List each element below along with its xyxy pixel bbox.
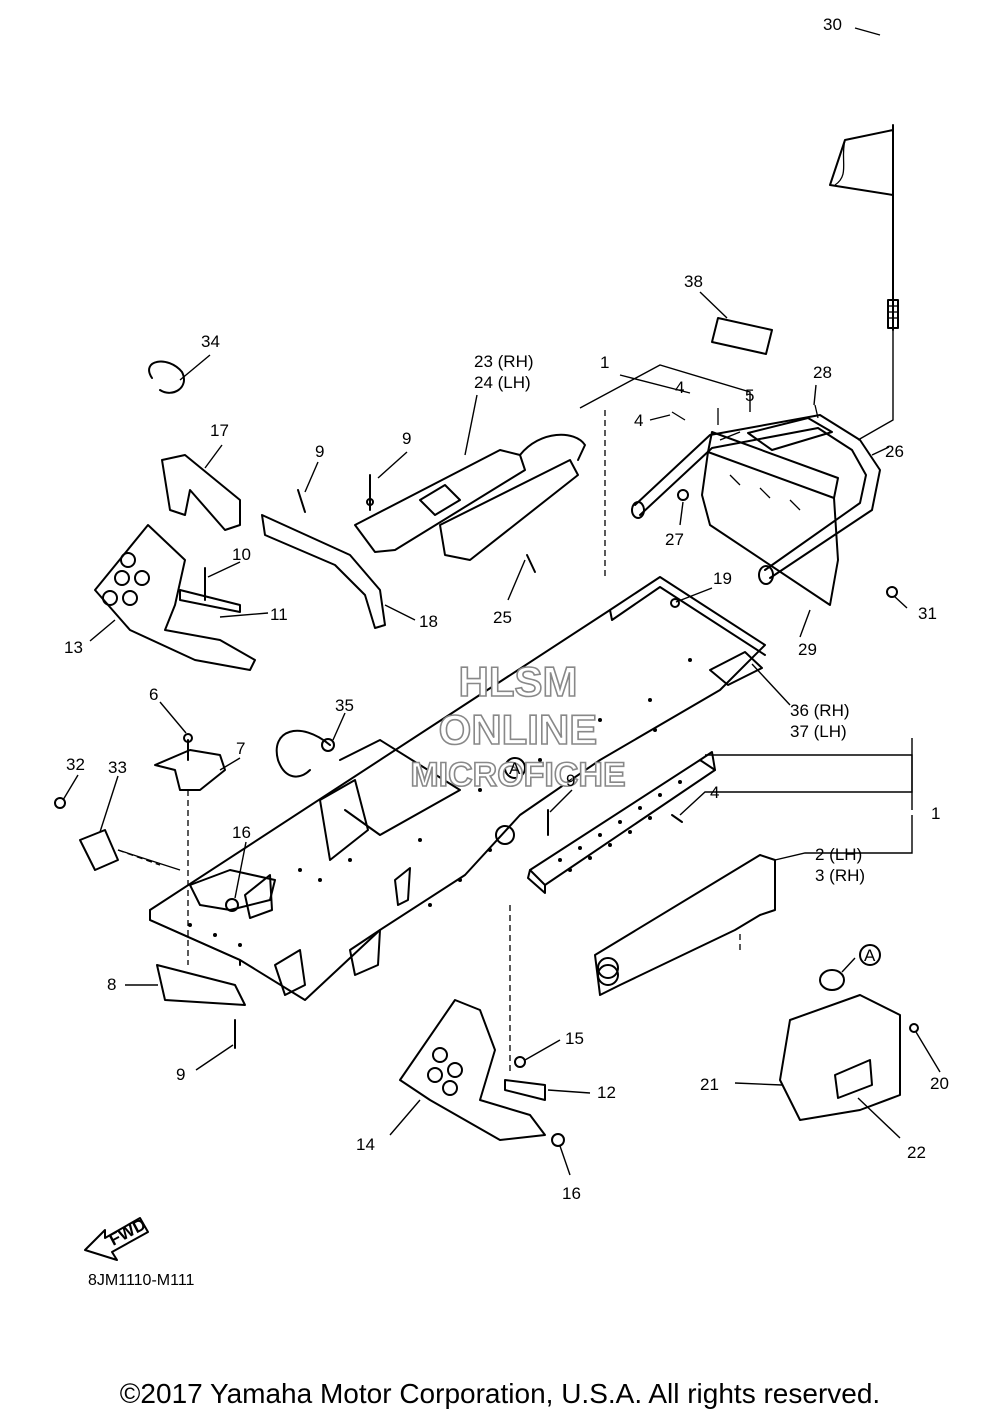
callout-4-b: 4 <box>634 411 643 430</box>
callout-2: 2 (LH) <box>815 845 862 864</box>
callout-13: 13 <box>64 638 83 657</box>
callout-25: 25 <box>493 608 512 627</box>
plate-8 <box>156 964 246 1006</box>
callout-37: 37 (LH) <box>790 722 847 741</box>
callout-28: 28 <box>813 363 832 382</box>
callout-19: 19 <box>713 569 732 588</box>
callout-33: 33 <box>108 758 127 777</box>
callout-21: 21 <box>700 1075 719 1094</box>
callout-3: 3 (RH) <box>815 866 865 885</box>
callout-31: 31 <box>918 604 937 623</box>
callout-35: 35 <box>335 696 354 715</box>
callout-11: 11 <box>270 605 288 624</box>
callout-5: 5 <box>745 386 754 405</box>
watermark-line-3: MICROFICHE <box>410 756 625 794</box>
callout-9-a: 9 <box>315 442 324 461</box>
cable-35 <box>275 729 331 778</box>
bracket-23-24 <box>354 433 586 561</box>
copyright-notice: ©2017 Yamaha Motor Corporation, U.S.A. A… <box>119 1378 881 1409</box>
bracket-18 <box>261 514 386 629</box>
forward-arrow <box>84 1217 149 1261</box>
callout-20: 20 <box>930 1074 949 1093</box>
reference-a-frame-label: A <box>509 759 521 778</box>
callout-4-c: 4 <box>710 783 719 802</box>
callout-16-a: 16 <box>232 823 251 842</box>
callout-8: 8 <box>107 975 116 994</box>
diagram-code: 8JM1110-M111 <box>88 1272 195 1289</box>
callout-16-b: 16 <box>562 1184 581 1203</box>
watermark-line-1: HLSM <box>459 658 578 705</box>
bracket-7 <box>154 749 226 791</box>
callout-9-c: 9 <box>566 771 575 790</box>
callout-15: 15 <box>565 1029 584 1048</box>
callout-32: 32 <box>66 755 85 774</box>
cover-21 <box>779 969 901 1121</box>
callout-22: 22 <box>907 1143 926 1162</box>
reference-a-frame <box>504 757 526 779</box>
callout-17: 17 <box>210 421 229 440</box>
skid-plate-13 <box>94 524 256 671</box>
main-frame <box>149 576 766 1001</box>
callout-12: 12 <box>597 1083 616 1102</box>
callout-38: 38 <box>684 272 703 291</box>
decal-38 <box>711 317 773 355</box>
callout-27: 27 <box>665 530 684 549</box>
callout-4-a: 4 <box>675 378 684 397</box>
regulator-33 <box>79 829 181 871</box>
callout-26: 26 <box>885 442 904 461</box>
leader-lines <box>62 27 941 1176</box>
callout-1-top: 1 <box>600 353 609 372</box>
callouts: 1 4 4 5 28 38 30 26 27 31 29 23 (RH) 24 … <box>64 15 949 1203</box>
running-board <box>527 751 716 894</box>
callout-9-b: 9 <box>402 429 411 448</box>
callout-7: 7 <box>236 739 245 758</box>
callout-10: 10 <box>232 545 251 564</box>
callout-18: 18 <box>419 612 438 631</box>
reference-a-cover <box>859 944 881 966</box>
flag-assembly <box>829 124 899 441</box>
callout-36: 36 (RH) <box>790 701 850 720</box>
callout-9-d: 9 <box>176 1065 185 1084</box>
callout-29: 29 <box>798 640 817 659</box>
callout-34: 34 <box>201 332 220 351</box>
watermark-line-2: ONLINE <box>439 706 598 753</box>
callout-30: 30 <box>823 15 842 34</box>
callout-14: 14 <box>356 1135 375 1154</box>
reference-a-cover-label: A <box>864 946 876 965</box>
strap-34 <box>148 360 185 394</box>
side-frame-2-3 <box>594 854 776 996</box>
callout-6: 6 <box>149 685 158 704</box>
rear-bumper-assembly <box>631 404 881 606</box>
callout-23: 23 (RH) <box>474 352 534 371</box>
skid-plate-14 <box>399 999 546 1141</box>
callout-24: 24 (LH) <box>474 373 531 392</box>
bracket-17 <box>161 454 241 531</box>
fasteners <box>54 474 919 1147</box>
callout-1-right: 1 <box>931 804 940 823</box>
assembly-lines <box>117 410 741 1075</box>
